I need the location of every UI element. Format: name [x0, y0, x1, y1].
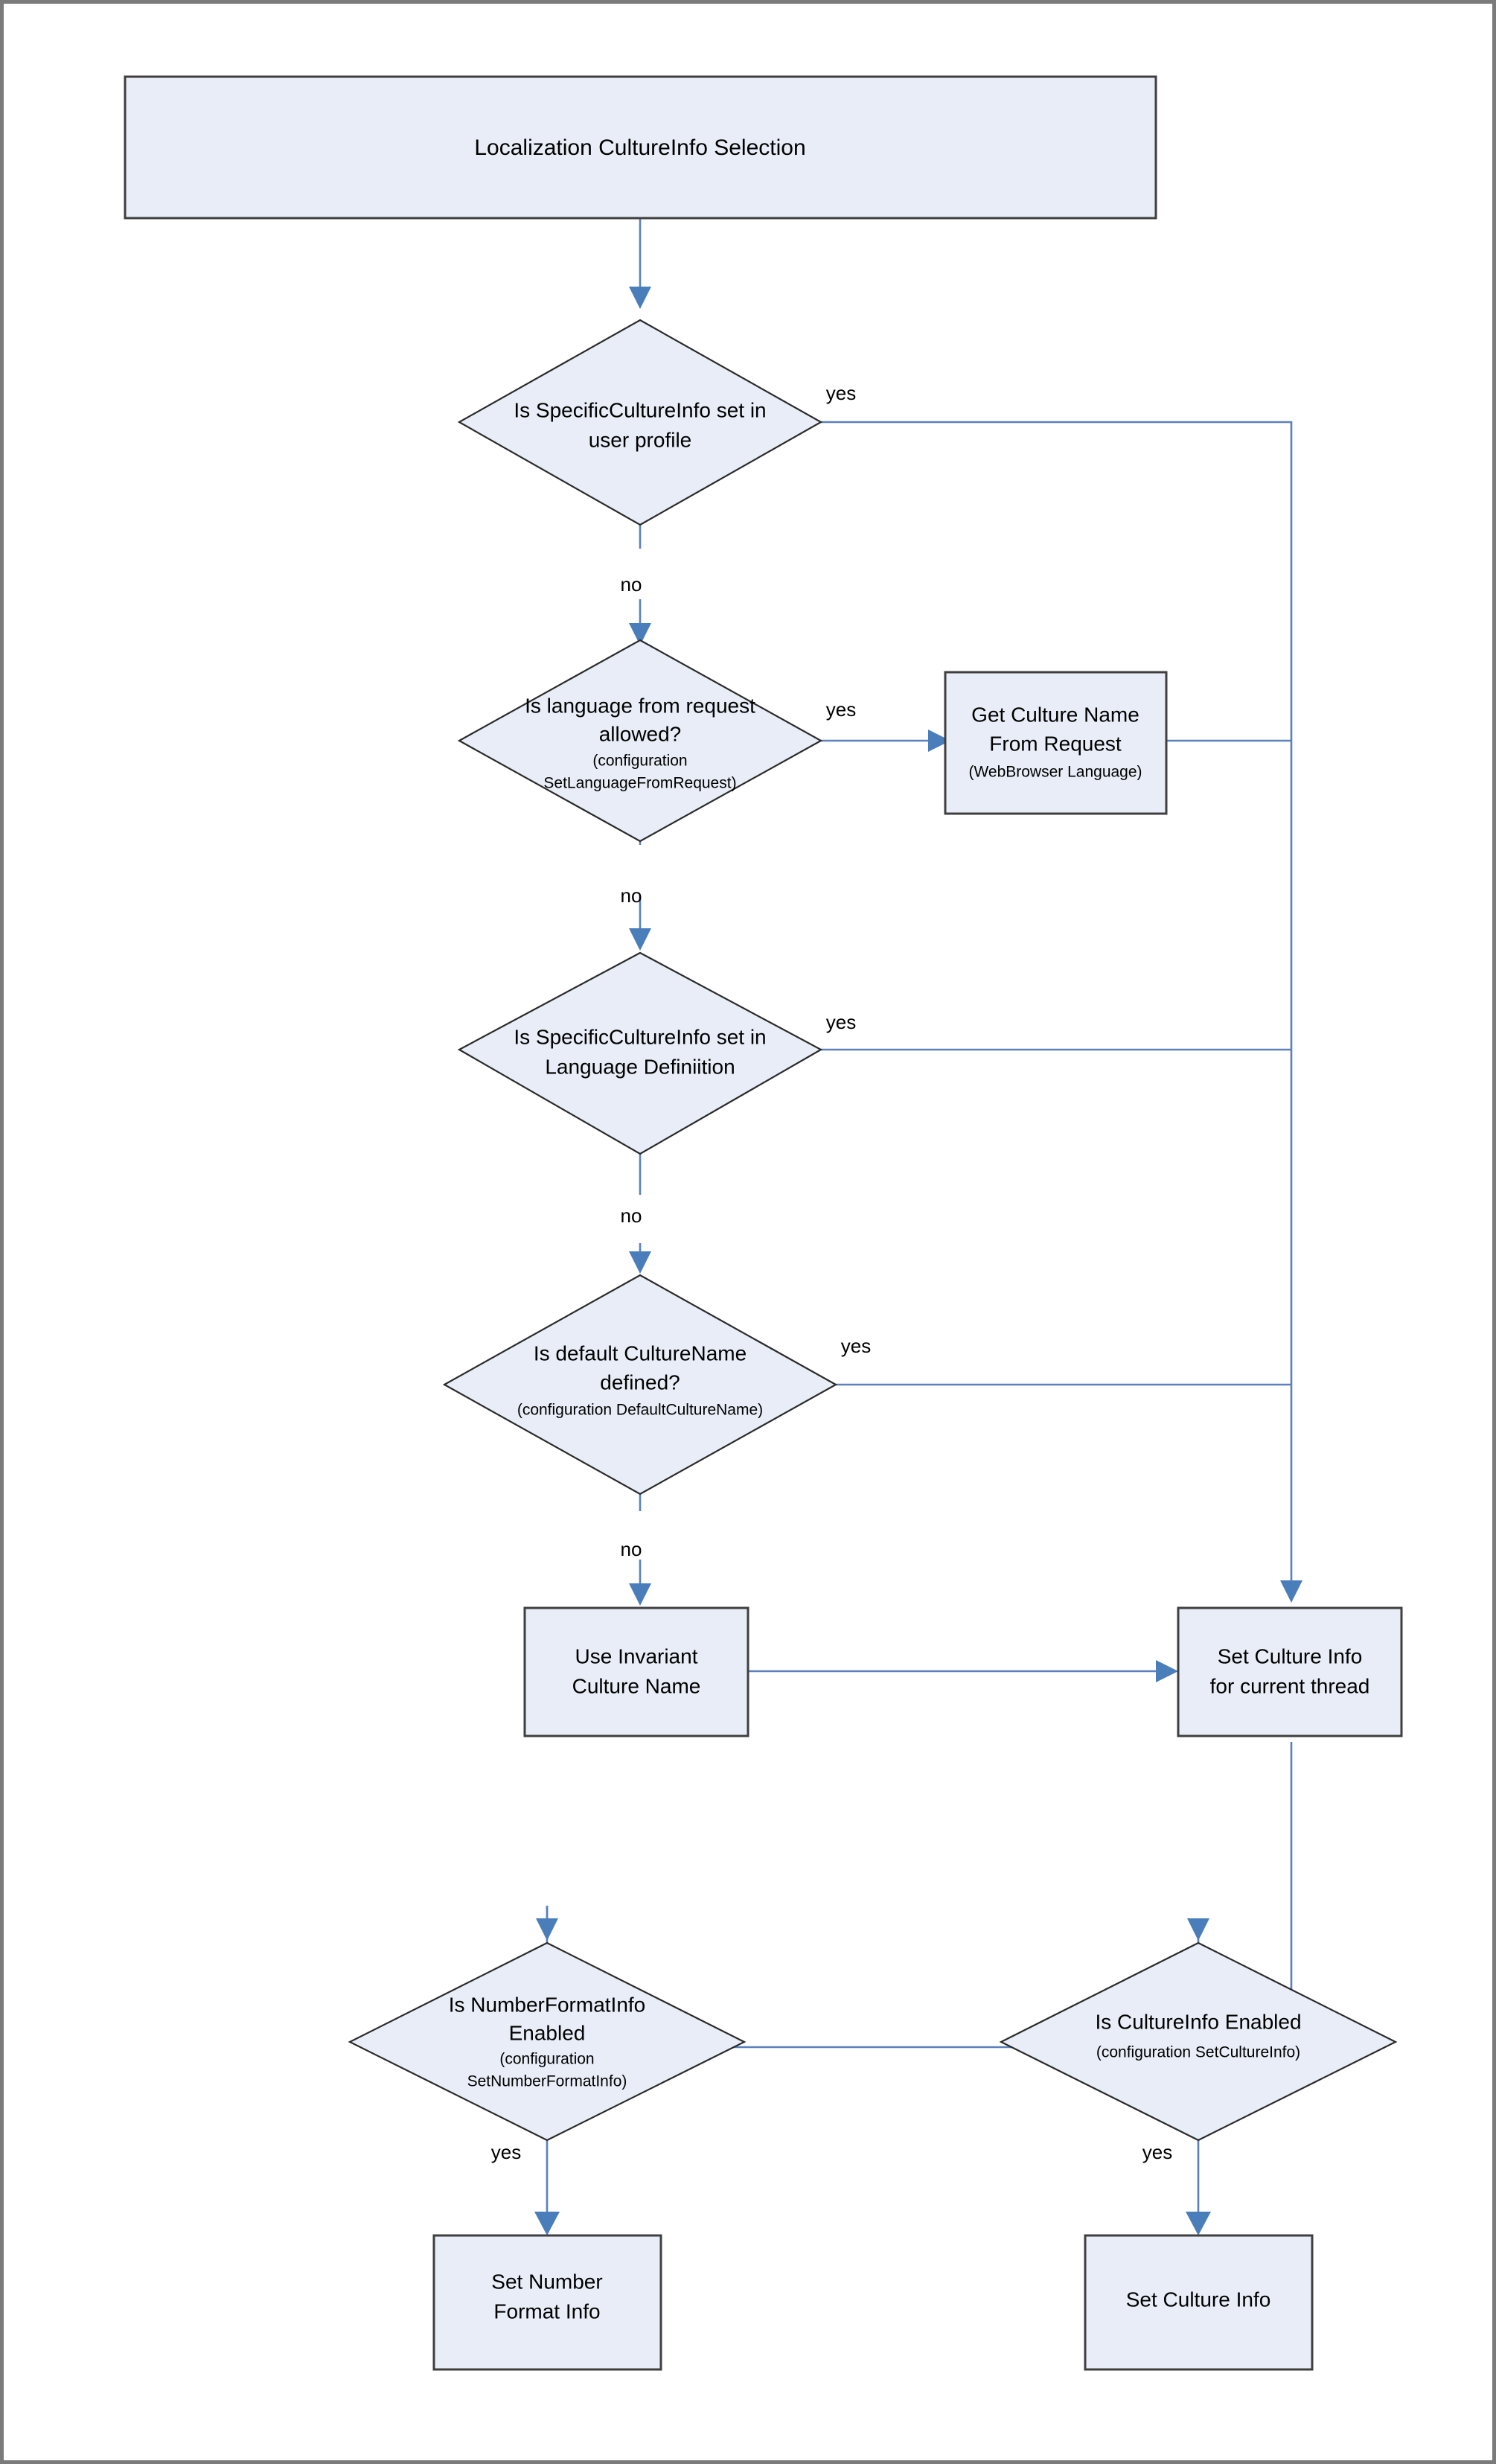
getculture-sub1: (WebBrowser Language): [968, 764, 1142, 781]
arrowhead-d2-no: [629, 928, 651, 951]
decision3-line2: Language Definiition: [545, 1055, 735, 1078]
arrowhead-d6-yes: [1186, 2212, 1211, 2235]
setnumber-line2: Format Info: [493, 2299, 600, 2323]
edge-label-d6-yes: yes: [1142, 2141, 1172, 2163]
flowchart-canvas: Localization CultureInfo Selection Is Sp…: [124, 75, 1403, 2371]
invariant-line1: Use Invariant: [575, 1644, 698, 1667]
node-start[interactable]: Localization CultureInfo Selection: [124, 75, 1157, 220]
arrowhead-d4-no: [629, 1583, 651, 1606]
decision4-diamond[interactable]: [442, 1274, 838, 1496]
decision5-diamond[interactable]: [348, 1941, 747, 2142]
invariant-box[interactable]: [523, 1606, 749, 1737]
decision5-line1: Is NumberFormatInfo: [449, 1993, 646, 2016]
edge-label-d5-yes: yes: [491, 2141, 521, 2163]
setnumber-line1: Set Number: [491, 2270, 602, 2293]
edge-label-d3-yes: yes: [826, 1011, 856, 1033]
decision4-line1: Is default CultureName: [534, 1341, 747, 1365]
decision4-sub1: (configuration DefaultCultureName): [517, 1402, 763, 1419]
decision2-line2: allowed?: [599, 722, 682, 745]
decision1-line2: user profile: [589, 428, 692, 451]
decision3-line1: Is SpecificCultureInfo set in: [514, 1025, 766, 1048]
setthread-box[interactable]: [1177, 1606, 1403, 1737]
arrowhead-d5-yes: [534, 2212, 560, 2235]
edge-label-d2-yes: yes: [826, 698, 856, 721]
decision2-diamond[interactable]: [457, 639, 823, 843]
setthread-line2: for current thread: [1210, 1674, 1370, 1697]
setculture-line1: Set Culture Info: [1126, 2288, 1271, 2311]
node-decision-default-culturename[interactable]: Is default CultureName defined? (configu…: [442, 1274, 838, 1496]
arrowhead-d2-yes: [928, 730, 950, 752]
arrowhead-fork-right: [1187, 1918, 1209, 1941]
arrowhead-d1-no: [629, 623, 651, 645]
arrowhead-d1-yes: [1280, 1580, 1302, 1603]
setnumber-box[interactable]: [432, 2234, 662, 2371]
edge-d1-yes: [821, 421, 1293, 1586]
start-box[interactable]: [124, 75, 1157, 220]
edge-label-d4-yes: yes: [841, 1335, 871, 1357]
node-decision-user-profile[interactable]: Is SpecificCultureInfo set in user profi…: [457, 319, 823, 526]
decision3-diamond[interactable]: [457, 951, 823, 1155]
start-label: Localization CultureInfo Selection: [474, 135, 805, 160]
setthread-line1: Set Culture Info: [1218, 1644, 1363, 1667]
node-set-culture-info-current-thread[interactable]: Set Culture Info for current thread: [1177, 1606, 1403, 1737]
decision4-line2: defined?: [600, 1370, 680, 1394]
decision5-line2: Enabled: [509, 2021, 586, 2044]
decision6-diamond[interactable]: [999, 1941, 1398, 2142]
arrowhead-start-to-d1: [629, 287, 651, 309]
edge-label-d2-no: no: [621, 884, 642, 907]
node-decision-numberformatinfo-enabled[interactable]: Is NumberFormatInfo Enabled (configurati…: [348, 1941, 747, 2142]
decision1-diamond[interactable]: [457, 319, 823, 526]
decision2-line1: Is language from request: [525, 694, 755, 717]
decision5-sub1: (configuration: [499, 2051, 594, 2068]
arrowhead-fork-left: [536, 1918, 558, 1941]
node-get-culture-name[interactable]: Get Culture Name From Request (WebBrowse…: [944, 671, 1168, 815]
getculture-line2: From Request: [989, 732, 1122, 755]
getculture-box[interactable]: [944, 671, 1168, 815]
node-use-invariant-culture-name[interactable]: Use Invariant Culture Name: [523, 1606, 749, 1737]
decision1-line1: Is SpecificCultureInfo set in: [514, 398, 766, 421]
edge-label-d3-no: no: [621, 1204, 642, 1227]
edge-label-d4-no: no: [621, 1538, 642, 1560]
decision2-sub2: SetLanguageFromRequest): [543, 775, 736, 792]
invariant-line2: Culture Name: [572, 1674, 701, 1697]
node-set-number-format-info[interactable]: Set Number Format Info: [432, 2234, 662, 2371]
arrowhead-d3-no: [629, 1251, 651, 1274]
decision6-sub1: (configuration SetCultureInfo): [1096, 2044, 1300, 2061]
node-decision-language-from-request[interactable]: Is language from request allowed? (confi…: [457, 639, 823, 843]
edges-layer: [534, 218, 1302, 2235]
arrowhead-invariant-to-setthread: [1156, 1660, 1178, 1682]
setculture-box[interactable]: [1084, 2234, 1314, 2371]
node-decision-language-definition[interactable]: Is SpecificCultureInfo set in Language D…: [457, 951, 823, 1155]
decision5-sub2: SetNumberFormatInfo): [467, 2073, 627, 2090]
decision6-line1: Is CultureInfo Enabled: [1095, 2010, 1301, 2033]
node-set-culture-info[interactable]: Set Culture Info: [1084, 2234, 1314, 2371]
edge-label-d1-yes: yes: [826, 382, 856, 404]
decision2-sub1: (configuration: [592, 753, 687, 770]
getculture-line1: Get Culture Name: [971, 703, 1139, 726]
node-decision-cultureinfo-enabled[interactable]: Is CultureInfo Enabled (configuration Se…: [999, 1941, 1398, 2142]
edge-label-d1-no: no: [621, 573, 642, 596]
